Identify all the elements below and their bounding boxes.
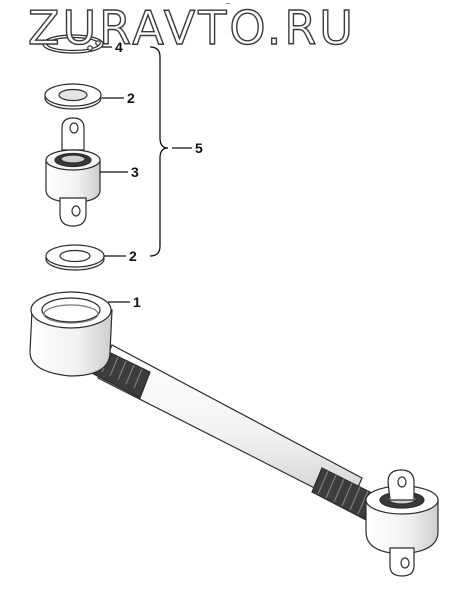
assembly-bracket — [149, 46, 169, 257]
washer-part-2-lower — [45, 244, 105, 271]
tiny-mark: ~ — [225, 0, 231, 8]
callout-2-lower: 2 — [129, 248, 137, 264]
bushing-part-3 — [45, 117, 101, 227]
callout-1: 1 — [133, 294, 141, 310]
callout-3: 3 — [131, 164, 139, 180]
callout-2-upper: 2 — [127, 90, 135, 106]
callout-4: 4 — [115, 39, 123, 55]
snap-ring-part-4 — [42, 34, 104, 54]
leader-lines — [100, 46, 192, 303]
torque-rod-part-1 — [29, 291, 439, 577]
washer-part-2-upper — [44, 83, 102, 110]
watermark-text: ZURAVTO.RU — [27, 1, 356, 55]
callout-5: 5 — [195, 140, 203, 156]
